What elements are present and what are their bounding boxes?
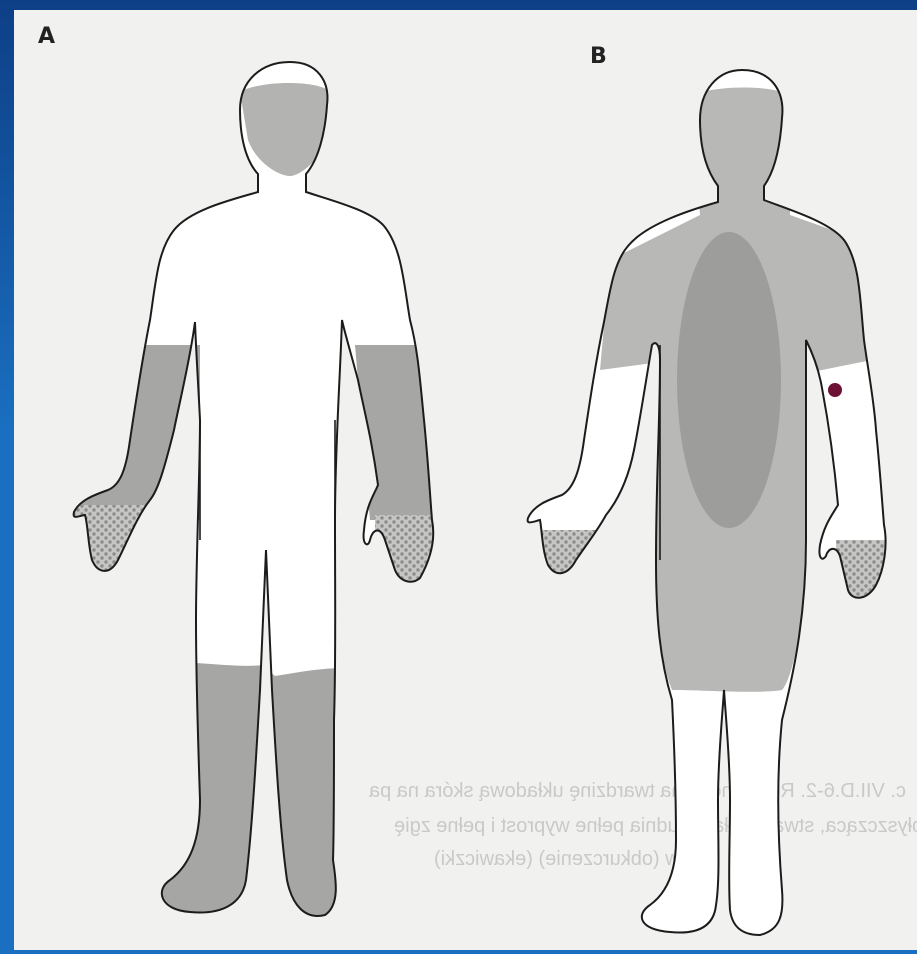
right-hand-dotted-region: [375, 515, 445, 605]
left-hand-dotted-region-b: [530, 530, 602, 610]
body-diagram: [14, 10, 917, 950]
figure-b-back-view: [528, 70, 900, 935]
figure-page: c. VII.D.6-2. Ręka chorej na twardzinę u…: [14, 10, 917, 950]
location-marker-dot: [828, 383, 842, 397]
left-forearm-shaded-region: [60, 345, 200, 520]
back-dark-core-region: [677, 232, 781, 528]
right-forearm-shaded-region: [355, 345, 440, 520]
lower-legs-shaded-region: [140, 660, 345, 940]
figure-a-front-view: [60, 62, 445, 940]
